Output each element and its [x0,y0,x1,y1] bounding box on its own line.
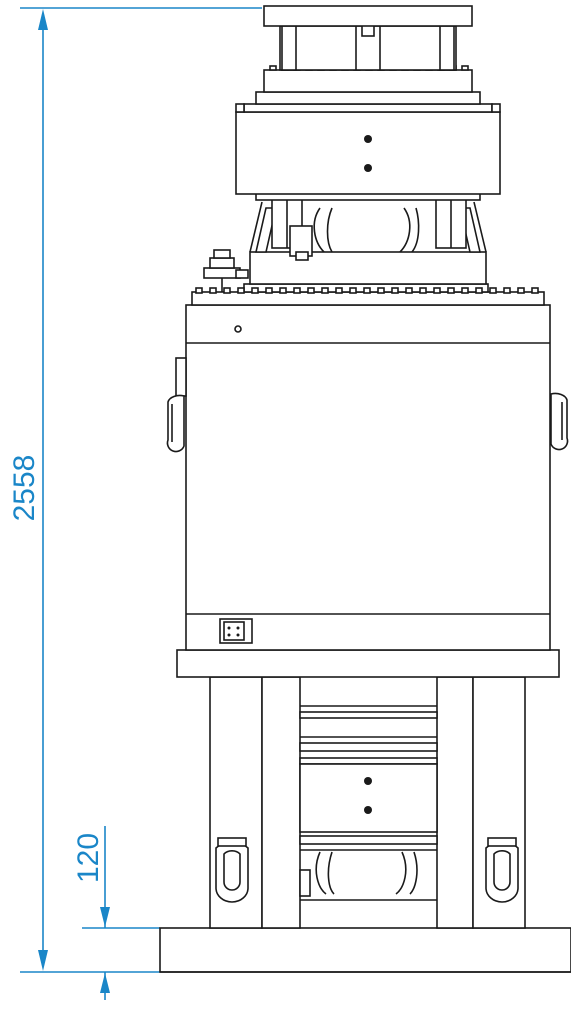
housing-plug [234,325,242,333]
top-plate [263,5,473,27]
leg-right-inner [436,676,474,929]
leg-left-inner [261,676,301,929]
strut-assembly [249,195,487,261]
upper-housing [235,65,501,201]
valve-fitting [203,249,249,292]
terminal-box [219,618,253,644]
machine-outline [159,5,571,973]
lifting-eye-left [215,837,249,903]
upper-bolt-top [364,135,372,143]
dimension-lines: 2558 120 [8,7,262,1000]
handle-left [166,357,187,453]
base-height-label: 120 [72,833,105,883]
mid-plate [176,649,560,678]
lower-inner-assembly [299,705,438,901]
lower-bolt-top [364,777,372,785]
upper-ring [249,251,487,285]
base-plate [159,927,571,973]
housing-top-flange [191,283,545,306]
main-housing [185,304,551,651]
base-height-arrow-bottom [100,973,110,993]
overall-height-label: 2558 [8,455,41,522]
lifting-eye-right [485,837,519,903]
overall-height-arrow-bottom [38,950,48,971]
upper-bolt-bottom [364,164,372,172]
lower-bolt-bottom [364,806,372,814]
handle-right [550,392,569,451]
base-height-arrow-top [100,907,110,927]
top-cap-assembly [263,5,473,71]
overall-height-arrow-top [38,9,48,30]
